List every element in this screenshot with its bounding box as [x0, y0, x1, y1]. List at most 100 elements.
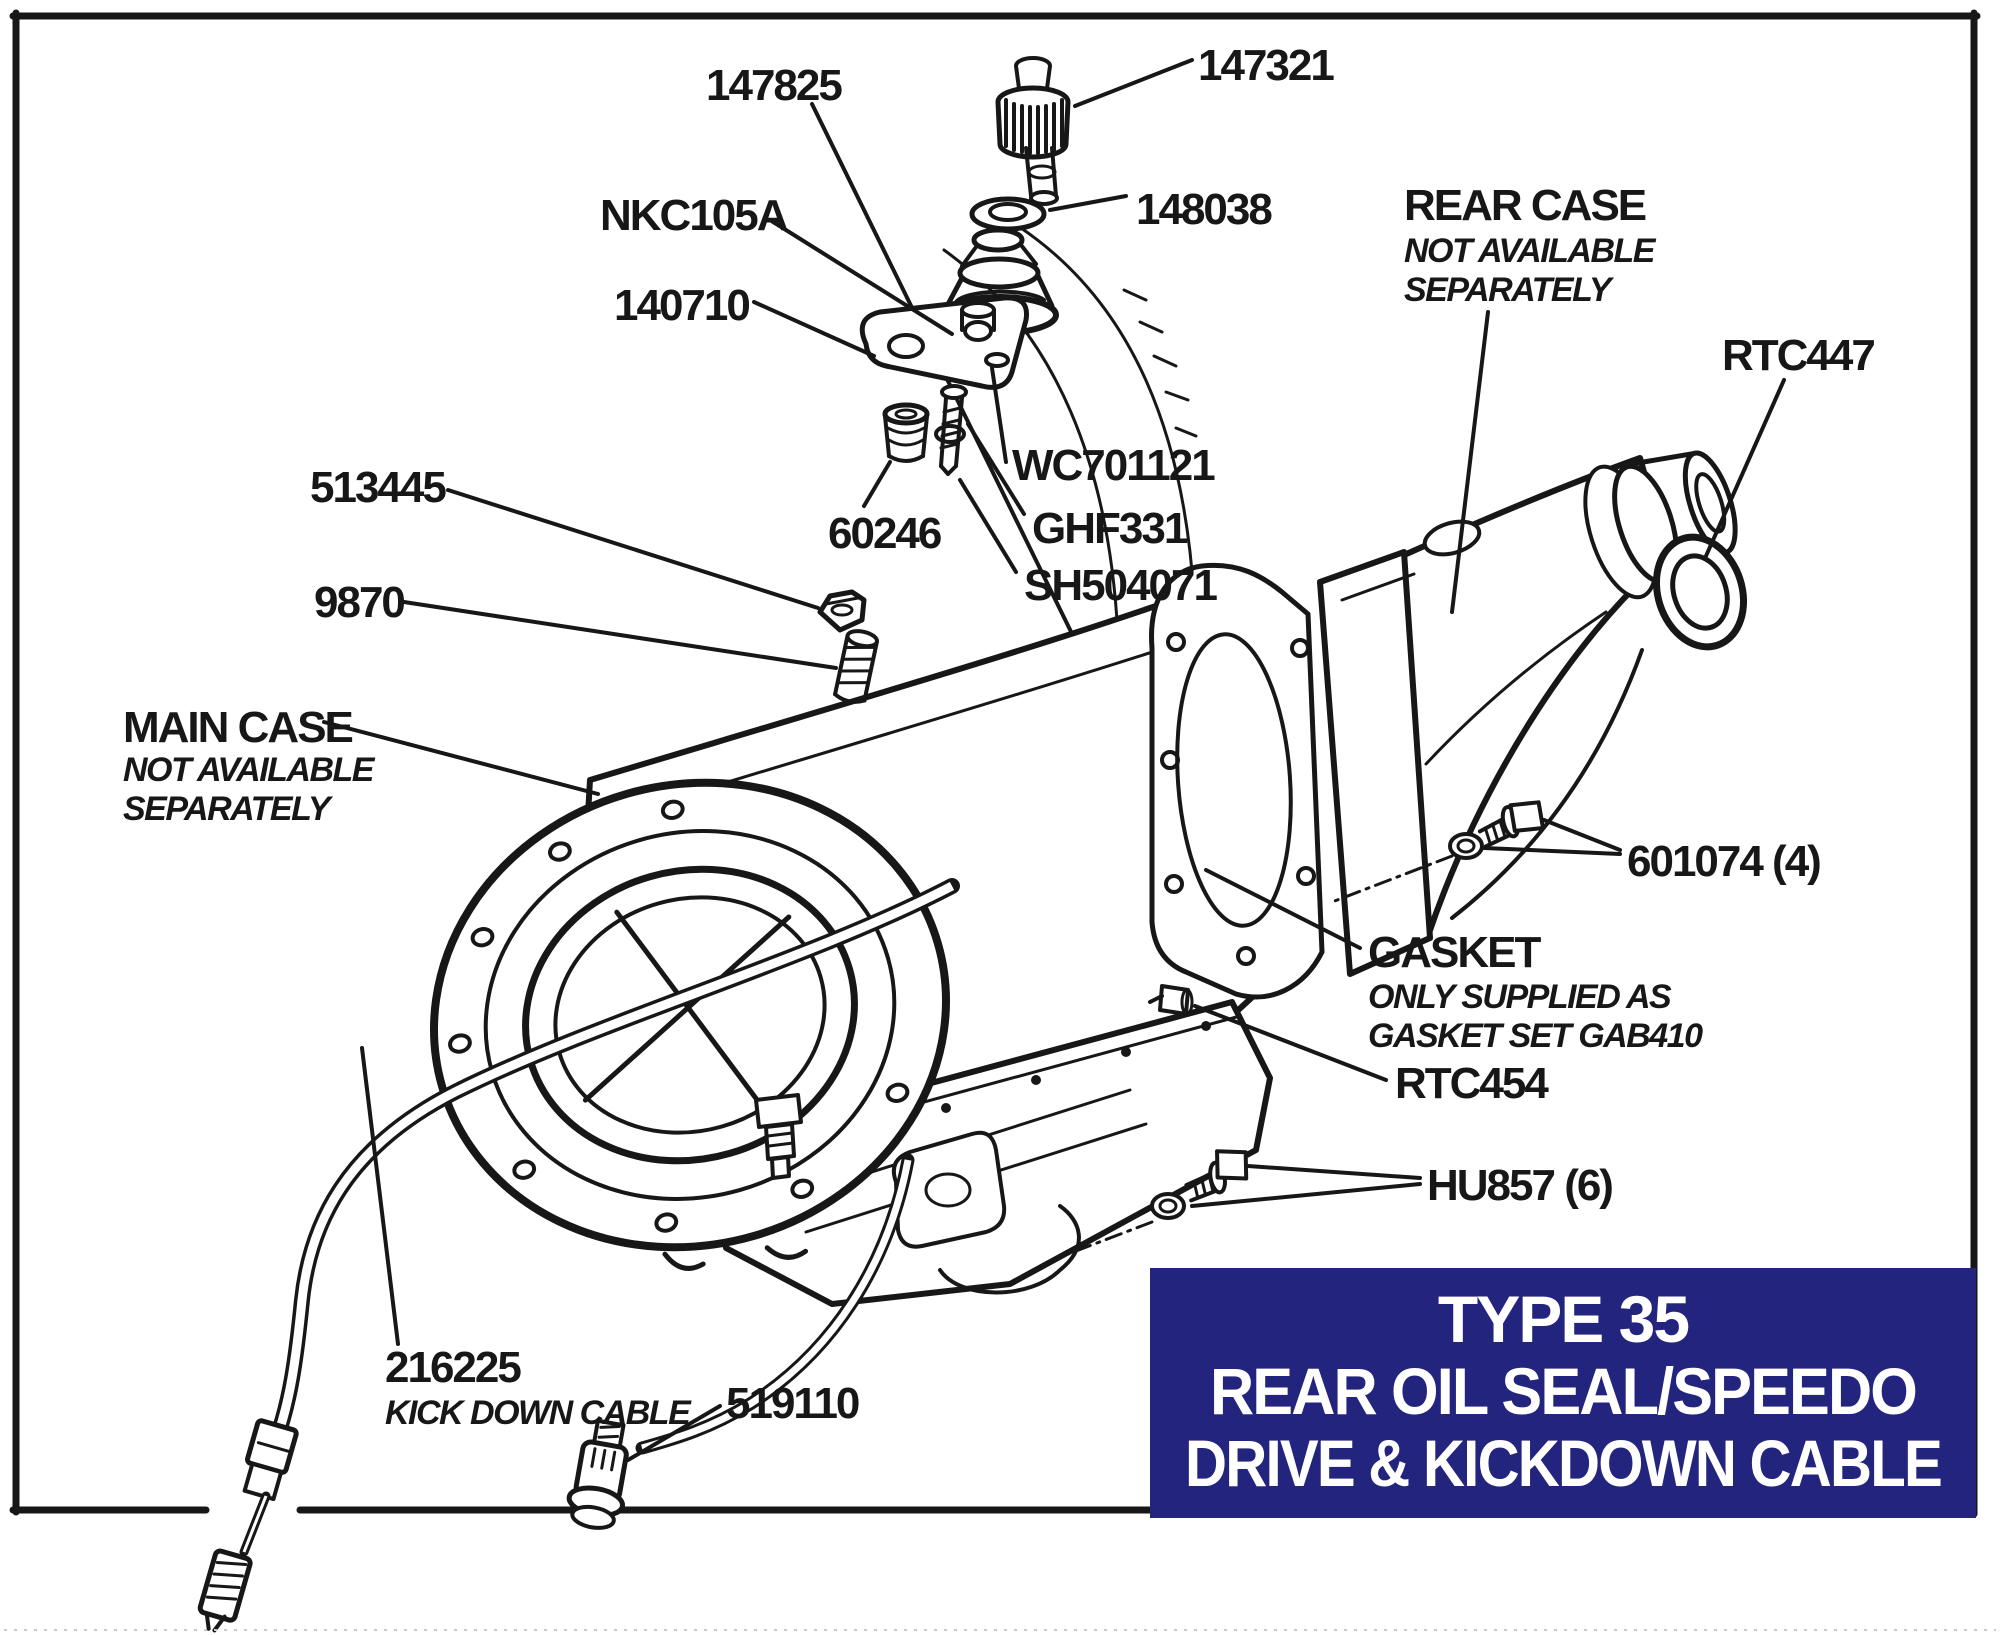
leader-601074-bolt [1542, 818, 1622, 852]
label-rtc447: RTC447 [1722, 331, 1874, 380]
cable-splined-end [197, 1548, 253, 1633]
screw-sh504071 [939, 384, 968, 476]
leader-ghf331 [966, 422, 1026, 516]
speedo-boss [1422, 519, 1482, 557]
leader-513445 [446, 488, 820, 610]
sump-hump [938, 1204, 1081, 1295]
label-148038: 148038 [1136, 185, 1272, 234]
rear-case [1317, 450, 1738, 977]
plug-60246 [882, 402, 930, 463]
note-rear-case-2: SEPARATELY [1404, 271, 1615, 309]
label-147825: 147825 [706, 61, 842, 110]
kickdown-bracket [891, 1130, 1007, 1249]
label-147321: 147321 [1198, 41, 1334, 90]
label-rear-case: REAR CASE [1404, 181, 1646, 230]
note-kick-down-cable: KICK DOWN CABLE [385, 1394, 692, 1432]
guide-hatch [1122, 288, 1198, 438]
leader-rtc447 [1704, 378, 1786, 558]
label-wc701121: WC701121 [1012, 441, 1215, 490]
alignment-dashline [1066, 1220, 1154, 1256]
frame-border [9, 9, 1981, 1518]
cable-adjuster [242, 1418, 299, 1502]
leader-wc701121 [990, 366, 1008, 464]
washer-601074 [1448, 832, 1484, 860]
alignment-dashline [1330, 854, 1454, 904]
callout-labels: 147825 147321 148038 NKC105A 140710 REAR… [123, 41, 1876, 1432]
bolt-hu857 [1184, 1149, 1249, 1203]
tail-collar [1583, 450, 1738, 600]
plate-hole [963, 320, 993, 342]
banner-line-1: TYPE 35 [1438, 1282, 1688, 1356]
leader-60246 [862, 460, 892, 508]
cable-ferrule-519110 [566, 1418, 629, 1530]
label-513445: 513445 [310, 463, 446, 512]
banner-line-2: REAR OIL SEAL/SPEEDO [1210, 1354, 1916, 1428]
note-main-case-1: NOT AVAILABLE [123, 751, 376, 789]
leader-hu857-washer [1190, 1182, 1422, 1208]
bush-nkc105a [960, 301, 996, 332]
leader-gasket [1204, 868, 1362, 950]
leader-601074-washer [1482, 846, 1622, 856]
leader-sh504071 [958, 478, 1018, 574]
washer-wc701121 [984, 352, 1010, 368]
cable-core [271, 882, 955, 1442]
leader-519110 [626, 1404, 722, 1462]
washer-148038-hole [988, 202, 1028, 222]
rear-case-fin [1450, 648, 1644, 920]
bell-spoke [614, 909, 768, 1114]
label-519110: 519110 [726, 1379, 859, 1428]
leader-nkc105a [768, 218, 954, 336]
speedo-drive-stack [941, 56, 1071, 336]
label-601074: 601074 (4) [1627, 837, 1820, 886]
gasket-holes [1160, 632, 1316, 966]
note-gasket-1: ONLY SUPPLIED AS [1368, 978, 1672, 1016]
label-gasket: GASKET [1368, 928, 1541, 977]
plug-rtc454 [1148, 984, 1194, 1016]
label-216225: 216225 [385, 1343, 521, 1392]
label-main-case: MAIN CASE [123, 703, 353, 752]
leader-147321 [1073, 58, 1194, 108]
bell-bolt-holes [448, 799, 910, 1233]
pinion-gear-teeth [1004, 98, 1064, 155]
guide-curve [1016, 224, 1196, 600]
pinion-gear-147321 [995, 85, 1071, 160]
rear-case-flange [1317, 549, 1433, 977]
stud-9870 [833, 629, 879, 704]
cable-union-fitting [754, 1093, 803, 1180]
clamp-plate-assembly [859, 295, 1030, 476]
label-sh504071: SH504071 [1024, 561, 1217, 610]
cable-to-ferrule [566, 1153, 915, 1530]
inner-cable-core [242, 1495, 268, 1553]
bell-housing [430, 778, 950, 1271]
leader-rtc454 [1193, 1004, 1388, 1082]
label-ghf331: GHF331 [1032, 504, 1188, 553]
note-main-case-2: SEPARATELY [123, 790, 334, 828]
nut-513445 [817, 589, 867, 633]
label-rtc454: RTC454 [1395, 1059, 1549, 1108]
label-nkc105a: NKC105A [600, 191, 788, 240]
banner-line-3: DRIVE & KICKDOWN CABLE [1185, 1426, 1941, 1500]
label-140710: 140710 [614, 281, 749, 330]
leader-lines [322, 58, 1786, 1462]
leader-9870 [402, 600, 838, 670]
bell-lug [764, 1245, 809, 1260]
rear-case-contour [1424, 610, 1608, 766]
label-60246: 60246 [828, 509, 941, 558]
bolt-601074 [1477, 800, 1545, 849]
plate-hole [887, 333, 925, 359]
gasket-plate [1149, 562, 1325, 1000]
leader-main-case [322, 720, 600, 796]
kickdown-cable [197, 878, 960, 1633]
label-hu857: HU857 (6) [1427, 1161, 1612, 1210]
leader-148038 [1048, 194, 1128, 212]
gasket-opening [1175, 632, 1293, 928]
cable-core [641, 1159, 912, 1452]
title-banner: TYPE 35 REAR OIL SEAL/SPEEDO DRIVE & KIC… [1150, 1268, 1976, 1518]
note-gasket-2: GASKET SET GAB410 [1368, 1017, 1703, 1055]
clamp-plate-140710 [859, 295, 1030, 390]
rear-oil-seal-rtc447 [1652, 533, 1748, 651]
note-rear-case-1: NOT AVAILABLE [1404, 232, 1657, 270]
washer-hu857 [1150, 1192, 1186, 1220]
leader-rear-case [1450, 310, 1490, 614]
